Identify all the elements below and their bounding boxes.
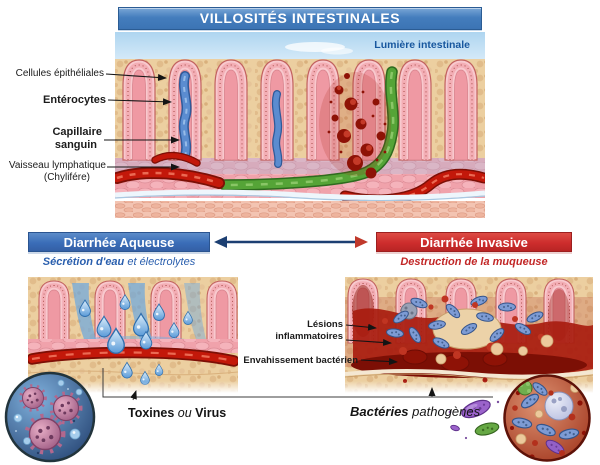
title-banner: VILLOSITÉS INTESTINALES bbox=[118, 7, 482, 30]
label-enterocytes: Entérocytes bbox=[43, 94, 106, 106]
label-bacterial-invasion: Envahissement bactérien bbox=[243, 355, 358, 366]
aqueous-diarrhea-banner: Diarrhée Aqueuse bbox=[28, 232, 210, 252]
label-lymphatic-vessel: Vaisseau lymphatique (Chylifére) bbox=[8, 160, 106, 183]
virus-inset bbox=[4, 371, 96, 465]
lesion-spots bbox=[319, 72, 391, 179]
loose-bacteria bbox=[448, 399, 500, 440]
invasive-caption: Destruction de la muqueuse bbox=[400, 256, 548, 268]
toxins-virus-label: Toxines ou Virus bbox=[128, 406, 227, 420]
label-blood-capillary: Capillaire sanguin bbox=[52, 126, 102, 151]
bacteria-inset bbox=[502, 373, 592, 465]
bacteria-inset-image bbox=[503, 374, 591, 462]
villi-illustration bbox=[115, 32, 485, 218]
pathogenic-bacteria-label: Bactéries pathogènes bbox=[350, 404, 481, 419]
virus-inset-image bbox=[4, 371, 96, 463]
label-inflammatory-lesions: Lésions inflammatoires bbox=[275, 319, 343, 342]
title-text: VILLOSITÉS INTESTINALES bbox=[199, 10, 401, 26]
double-headed-arrow-icon bbox=[214, 236, 368, 248]
lumen-label: Lumière intestinale bbox=[374, 39, 470, 51]
aqueous-caption: Sécrétion d'eau et électrolytes bbox=[42, 256, 196, 268]
label-epithelial-cells: Cellules épithéliales bbox=[15, 68, 104, 79]
invasive-diarrhea-banner: Diarrhée Invasive bbox=[376, 232, 572, 252]
